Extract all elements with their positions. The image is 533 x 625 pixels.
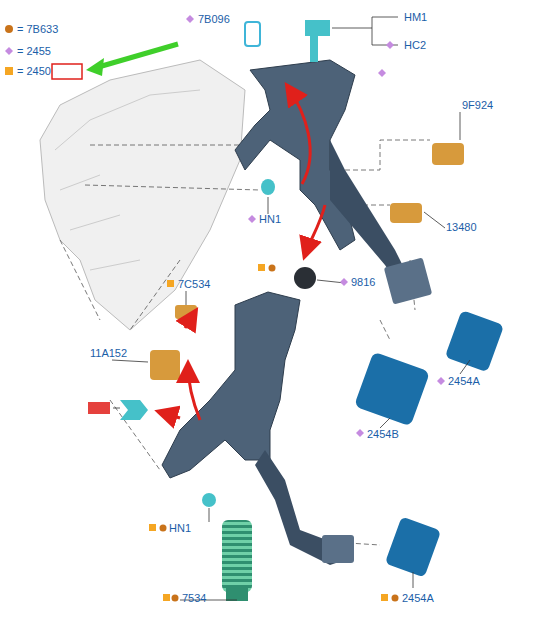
callout-number: 13480 — [446, 221, 477, 234]
callout-number: 7534 — [182, 592, 206, 605]
callout-number: HC2 — [404, 39, 426, 52]
callout-number: HN1 — [169, 522, 191, 535]
callout-number: 9816 — [351, 276, 375, 289]
callout-number: 7C534 — [178, 278, 210, 291]
legend-text: = 7B633 — [17, 23, 58, 36]
legend-text: = 2450 — [17, 65, 51, 78]
callout-number: HN1 — [259, 213, 281, 226]
callout-number: 2454A — [402, 592, 434, 605]
callout-number: 9F924 — [462, 99, 493, 112]
callout-number: HM1 — [404, 11, 427, 24]
callout-number: 11A152 — [90, 347, 127, 360]
callout-number: 7B096 — [198, 13, 230, 26]
callout-number: 2454B — [367, 428, 399, 441]
callout-number: 2454A — [448, 375, 480, 388]
legend-text: = 2455 — [17, 45, 51, 58]
